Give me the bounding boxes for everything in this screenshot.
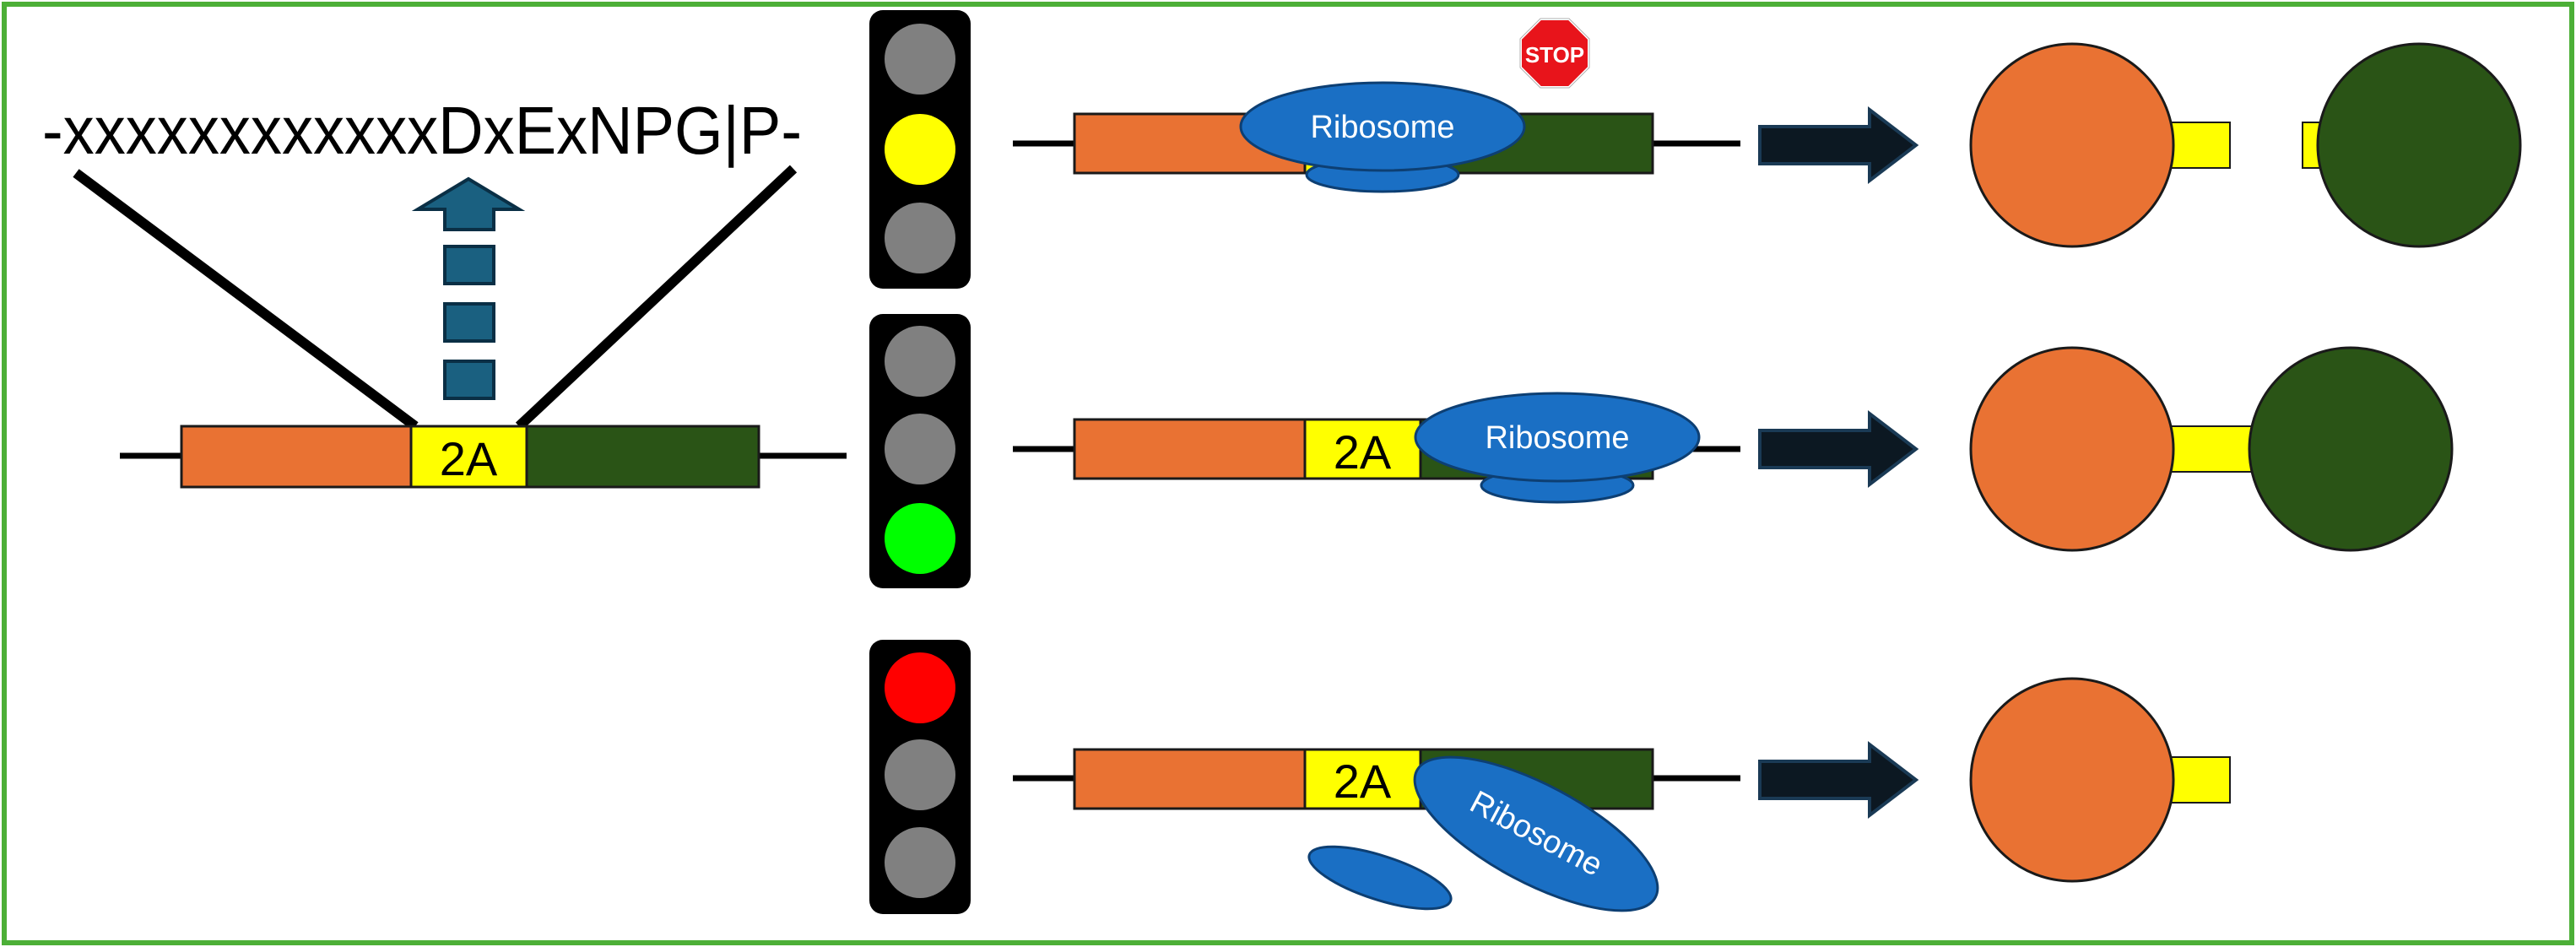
upstream-protein <box>1969 677 2175 883</box>
scenario-row-yellow: Ribosome STOP <box>1013 17 2522 248</box>
downstream-gene-block <box>525 425 760 489</box>
construct-overview: -xxxxxxxxxxxxDxExNPG|P- 2A <box>42 93 847 489</box>
scenario-row-green: 2A Ribosome <box>1013 346 2454 552</box>
dashed-up-arrow-icon <box>411 176 526 400</box>
right-arrow-icon <box>1758 106 1919 185</box>
light-bottom-green <box>885 503 955 574</box>
traffic-light-icon <box>869 10 971 289</box>
stop-sign-icon: STOP <box>1518 17 1591 89</box>
light-bottom-off <box>885 827 955 898</box>
result-upstream-only <box>1969 677 2231 883</box>
result-fused-protein <box>1969 346 2454 552</box>
light-top-off <box>885 326 955 397</box>
callout-line-left <box>73 169 419 430</box>
ribosome-icon: Ribosome <box>1239 81 1526 193</box>
upstream-gene-block <box>180 425 413 489</box>
stop-sign-text: STOP <box>1525 42 1584 68</box>
upstream-gene-block <box>1073 418 1307 480</box>
downstream-protein <box>2316 42 2522 248</box>
ribosome-icon: Ribosome <box>1414 392 1701 504</box>
sequence-text: -xxxxxxxxxxxxDxExNPG|P- <box>42 93 802 168</box>
linker-bridge <box>2160 425 2263 473</box>
traffic-light-icon <box>869 314 971 588</box>
linker-2a-label: 2A <box>1334 425 1392 479</box>
linker-tail <box>2170 122 2231 169</box>
linker-2a-block <box>1303 418 1422 480</box>
result-separate-proteins <box>1969 42 2522 248</box>
linker-2a-block <box>409 425 528 489</box>
traffic-light-icon <box>869 640 971 914</box>
light-middle-yellow <box>885 114 955 185</box>
right-arrow-icon <box>1758 409 1919 489</box>
ribosome-label: Ribosome <box>1310 110 1454 145</box>
light-middle-off <box>885 739 955 810</box>
linker-2a-label: 2A <box>440 432 498 485</box>
upstream-gene-block <box>1073 748 1307 810</box>
upstream-protein <box>1969 42 2175 248</box>
linker-2a-label: 2A <box>1334 755 1392 808</box>
light-top-off <box>885 24 955 95</box>
callout-line-right <box>515 165 798 430</box>
upstream-protein <box>1969 346 2175 552</box>
light-middle-off <box>885 414 955 484</box>
ribosome-label: Ribosome <box>1485 420 1629 456</box>
light-top-red <box>885 652 955 723</box>
scenario-row-red: 2A Ribosome <box>1013 677 2231 912</box>
light-bottom-off <box>885 203 955 273</box>
downstream-protein <box>2248 346 2454 552</box>
right-arrow-icon <box>1758 740 1919 820</box>
